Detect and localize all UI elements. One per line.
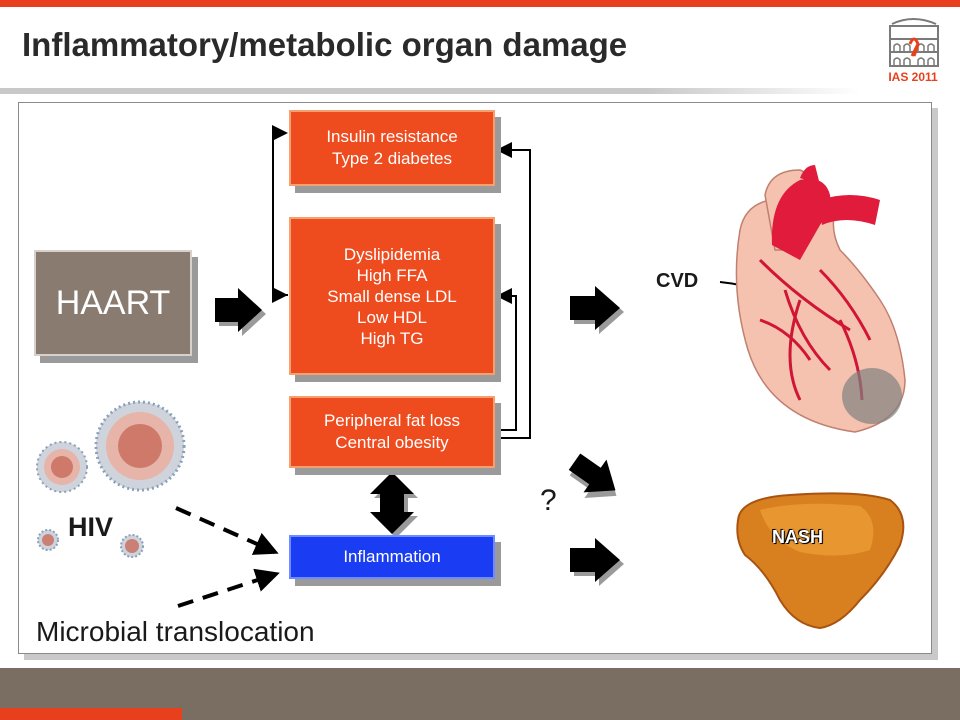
dyslipidemia-line-2: High FFA bbox=[356, 265, 428, 285]
liver-illustration bbox=[736, 492, 905, 630]
colosseum-icon bbox=[889, 18, 939, 67]
haart-label: HAART bbox=[55, 284, 171, 322]
top-accent-bar bbox=[0, 0, 960, 7]
bottom-accent bbox=[0, 708, 182, 720]
nash-block-arrow bbox=[570, 538, 624, 586]
fat-line-2: Central obesity bbox=[335, 433, 449, 452]
insulin-line-2: Type 2 diabetes bbox=[331, 149, 453, 168]
cvd-label: CVD bbox=[656, 270, 699, 292]
dyslipidemia-line-1: Dyslipidemia bbox=[343, 244, 441, 264]
slide-title: Inflammatory/metabolic organ damage bbox=[22, 26, 628, 63]
logo-text: IAS 2011 bbox=[888, 70, 938, 84]
inflammation-label: Inflammation bbox=[343, 547, 441, 566]
cvd-block-arrow bbox=[570, 286, 624, 334]
fat-loss-box: Peripheral fat loss Central obesity bbox=[289, 396, 495, 468]
inflammation-box: Inflammation bbox=[289, 535, 495, 579]
dyslipidemia-line-4: Low HDL bbox=[357, 307, 427, 327]
feedback-to-dyslipidemia bbox=[496, 288, 517, 431]
dyslipidemia-line-5: High TG bbox=[360, 328, 424, 348]
microbial-translocation-label: Microbial translocation bbox=[36, 616, 315, 647]
feedback-to-insulin bbox=[496, 142, 531, 439]
diagonal-block-arrow bbox=[568, 453, 617, 498]
insulin-resistance-box: Insulin resistance Type 2 diabetes bbox=[289, 110, 495, 186]
ias-logo: IAS 2011 bbox=[878, 14, 948, 88]
hiv-dashed-arrow bbox=[175, 506, 279, 555]
insulin-line-1: Insulin resistance bbox=[326, 127, 458, 146]
heart-illustration bbox=[735, 165, 906, 433]
dyslipidemia-line-3: Small dense LDL bbox=[327, 286, 457, 306]
haart-block-arrow bbox=[215, 288, 266, 336]
bidirectional-block-arrow bbox=[370, 472, 418, 538]
hiv-virus-icon bbox=[36, 400, 186, 558]
bracket-to-insulin bbox=[272, 125, 288, 296]
fat-line-1: Peripheral fat loss bbox=[323, 411, 461, 430]
dyslipidemia-box: Dyslipidemia High FFA Small dense LDL Lo… bbox=[289, 217, 495, 375]
hiv-label: HIV bbox=[68, 512, 114, 542]
nash-label: NASH bbox=[772, 527, 824, 547]
title-underline bbox=[0, 88, 860, 94]
question-mark-label: ? bbox=[540, 484, 557, 517]
microbial-dashed-arrow bbox=[177, 568, 280, 608]
haart-box: HAART bbox=[34, 250, 192, 356]
